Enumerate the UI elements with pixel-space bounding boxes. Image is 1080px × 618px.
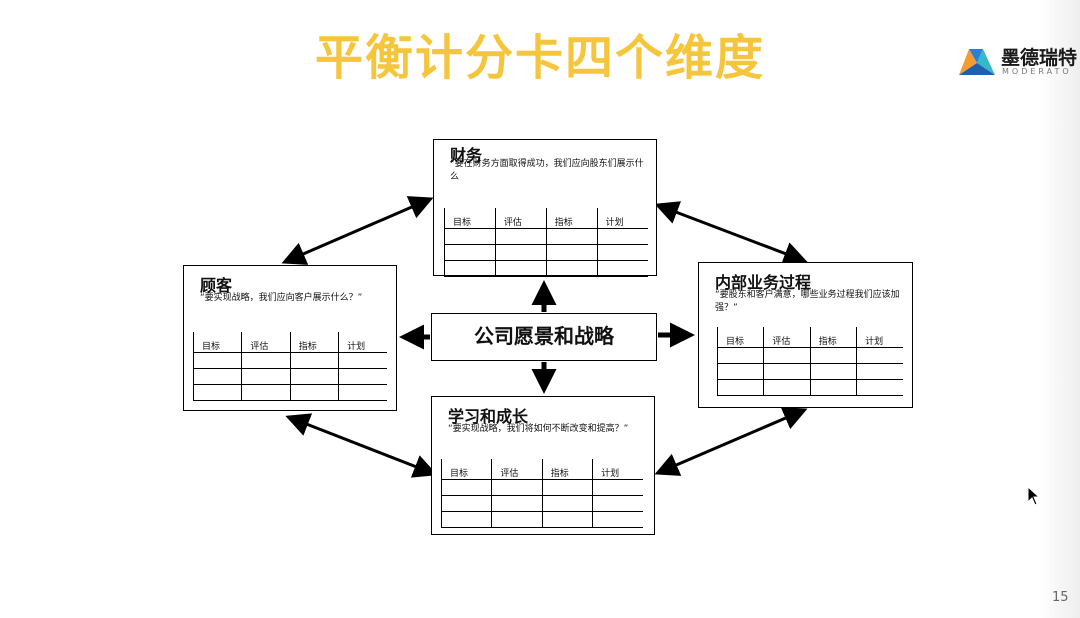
logo-name-cn: 墨德瑞特	[1001, 47, 1078, 69]
arrow-customer-finance	[281, 196, 434, 265]
arrow-finance-internal	[654, 201, 808, 265]
arrow-learning-internal	[654, 407, 808, 476]
learning-col-metric: 指标	[542, 459, 594, 480]
mouse-cursor-icon	[1027, 486, 1041, 506]
learning-title: 学习和成长	[448, 407, 529, 426]
finance-title: 财务	[450, 146, 483, 165]
internal-col-plan: 计划	[856, 327, 903, 348]
learning-quote: “要实现战略，我们将如何不断改变和提高？”	[448, 424, 629, 434]
internal-col-eval: 评估	[763, 327, 811, 348]
company-logo: 墨德瑞特 MODERATO	[957, 42, 1080, 82]
customer-col-metric: 指标	[290, 332, 340, 353]
learning-col-goal: 目标	[440, 459, 493, 480]
logo-name-en: MODERATO	[1002, 67, 1072, 76]
internal-box: 内部业务过程 “要股东和客户满意，哪些业务过程我们应该加强？” 目标 评估 指标…	[698, 262, 913, 408]
internal-col-metric: 指标	[810, 327, 858, 348]
customer-table: 目标 评估 指标 计划	[192, 332, 387, 401]
customer-quote: “要实现战略，我们应向客户展示什么？”	[200, 293, 363, 303]
logo-mark-icon	[959, 49, 995, 75]
arrow-customer-learning	[285, 413, 438, 478]
finance-quote: “要在财务方面取得成功，我们应向股东们展示什么	[450, 159, 644, 182]
internal-quote: “要股东和客户满意，哪些业务过程我们应该加强？”	[715, 290, 900, 313]
customer-title: 顾客	[200, 276, 233, 295]
finance-table: 目标 评估 指标 计划	[444, 208, 648, 277]
page-number: 15	[1052, 590, 1069, 605]
finance-box: 财务 “要在财务方面取得成功，我们应向股东们展示什么 目标 评估 指标 计划	[433, 139, 657, 277]
customer-col-eval: 评估	[241, 332, 291, 353]
customer-box: 顾客 “要实现战略，我们应向客户展示什么？” 目标 评估 指标 计划	[183, 265, 397, 411]
slide-edge-shadow	[1040, 0, 1080, 618]
learning-box: 学习和成长 “要实现战略，我们将如何不断改变和提高？” 目标 评估 指标 计划	[431, 396, 655, 535]
slide-title: 平衡计分卡四个维度	[314, 30, 765, 86]
learning-col-eval: 评估	[491, 459, 543, 480]
vision-strategy-box: 公司愿景和战略	[431, 313, 657, 361]
customer-col-plan: 计划	[338, 332, 387, 353]
internal-title: 内部业务过程	[715, 273, 812, 292]
finance-col-eval: 评估	[495, 208, 547, 229]
finance-col-goal: 目标	[444, 208, 496, 229]
customer-col-goal: 目标	[192, 332, 243, 353]
internal-table: 目标 评估 指标 计划	[716, 327, 903, 396]
finance-col-metric: 指标	[546, 208, 598, 229]
learning-table: 目标 评估 指标 计划	[440, 459, 643, 528]
finance-col-plan: 计划	[597, 208, 648, 229]
learning-col-plan: 计划	[592, 459, 643, 480]
internal-col-goal: 目标	[716, 327, 765, 348]
